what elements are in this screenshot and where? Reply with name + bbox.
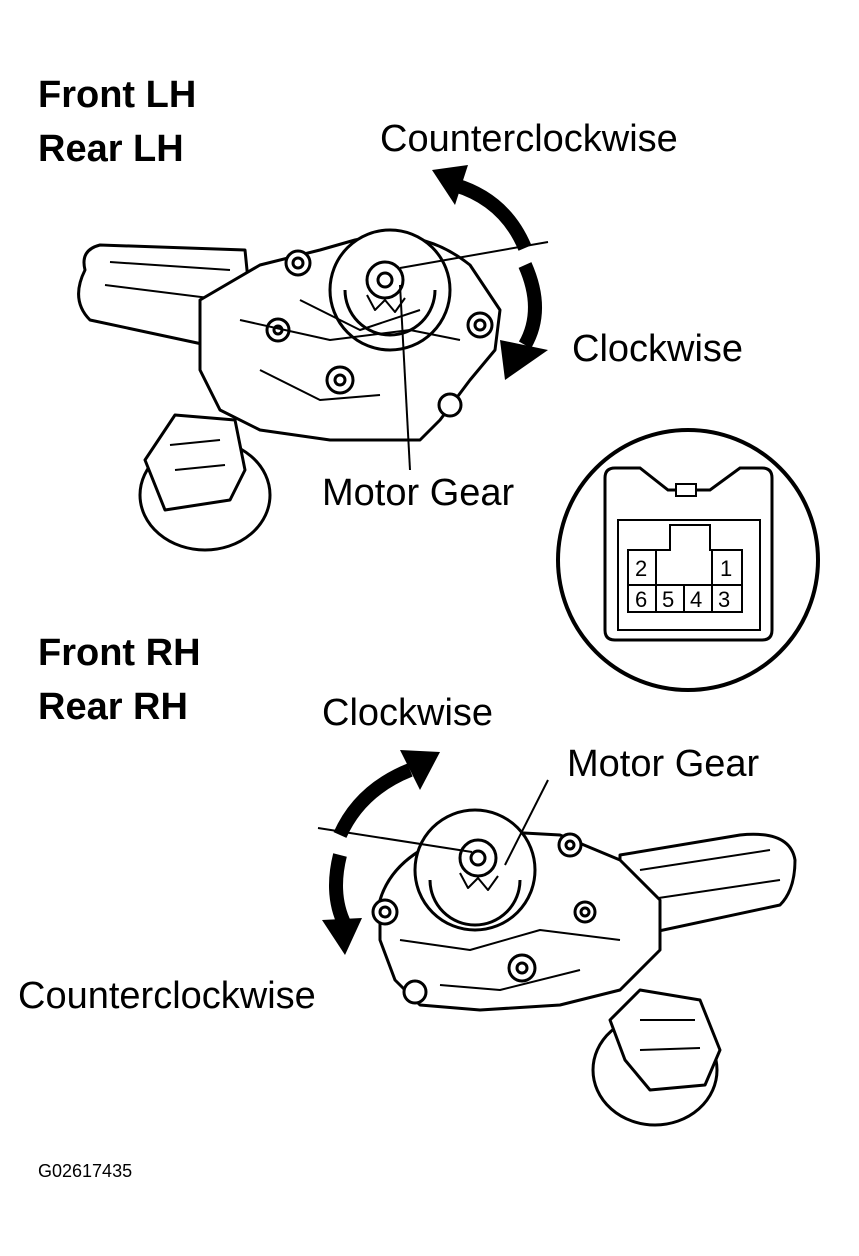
- bottom-motor-gear-leader: [504, 779, 549, 866]
- bottom-clockwise-arrowhead: [400, 750, 440, 790]
- bottom-counterclockwise-arrow: [329, 853, 352, 929]
- top-heading-line1: Front LH: [38, 74, 197, 116]
- connector-view: [556, 428, 820, 692]
- top-heading-line2: Rear LH: [38, 128, 184, 170]
- top-clockwise-label: Clockwise: [572, 328, 744, 370]
- bottom-clockwise-label: Clockwise: [322, 692, 494, 734]
- bottom-counterclockwise-arrowhead: [322, 918, 362, 955]
- bottom-clockwise-arrow: [333, 763, 413, 838]
- top-counterclockwise-arrow: [452, 178, 532, 251]
- pin-4: 4: [690, 587, 702, 612]
- bottom-axis-leader: [317, 827, 473, 853]
- top-motor-gear-leader: [399, 284, 411, 471]
- top-axis-leader: [399, 241, 549, 269]
- top-motor-illustration: [77, 228, 502, 552]
- pin-3: 3: [718, 587, 730, 612]
- top-motor-gear-label: Motor Gear: [322, 472, 515, 514]
- top-clockwise-arrowhead: [500, 340, 548, 380]
- pin-1: 1: [720, 556, 732, 581]
- bottom-motor-illustration: [371, 808, 797, 1127]
- figure-code: G02617435: [38, 1161, 133, 1181]
- top-counterclockwise-label: Counterclockwise: [380, 118, 678, 160]
- connector-pin-labels: 2 1 6 5 4 3: [635, 556, 732, 612]
- pin-5: 5: [662, 587, 674, 612]
- bottom-heading-line1: Front RH: [38, 632, 201, 674]
- pin-2: 2: [635, 556, 647, 581]
- top-counterclockwise-arrowhead: [432, 165, 468, 205]
- top-clockwise-arrow: [518, 262, 542, 349]
- pin-6: 6: [635, 587, 647, 612]
- bottom-motor-gear-label: Motor Gear: [567, 743, 760, 785]
- bottom-counterclockwise-label: Counterclockwise: [18, 975, 316, 1017]
- bottom-heading-line2: Rear RH: [38, 686, 188, 728]
